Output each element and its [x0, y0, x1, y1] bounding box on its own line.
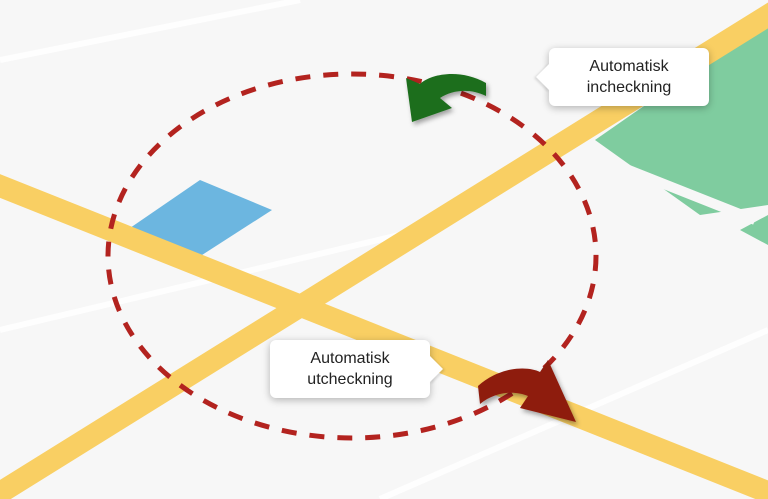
checkout-callout: Automatisk utcheckning	[270, 340, 430, 398]
checkin-callout-line1: Automatisk	[589, 58, 669, 75]
checkin-callout-box: Automatisk incheckning	[549, 48, 709, 106]
building-block	[130, 180, 272, 255]
park-block-lower	[740, 215, 768, 245]
curved-arrow-checkin-icon	[406, 73, 486, 122]
checkout-callout-box: Automatisk utcheckning	[270, 340, 430, 398]
park-area	[576, 20, 768, 245]
curved-arrow-checkout-icon	[478, 360, 576, 422]
checkin-callout-line2: incheckning	[586, 79, 672, 96]
park-path	[576, 145, 757, 225]
checkout-callout-line2: utcheckning	[307, 371, 393, 388]
geofence-circle	[105, 71, 599, 441]
checkout-callout-line1: Automatisk	[310, 350, 390, 367]
checkin-callout: Automatisk incheckning	[549, 48, 709, 106]
park-block-upper	[595, 20, 768, 215]
